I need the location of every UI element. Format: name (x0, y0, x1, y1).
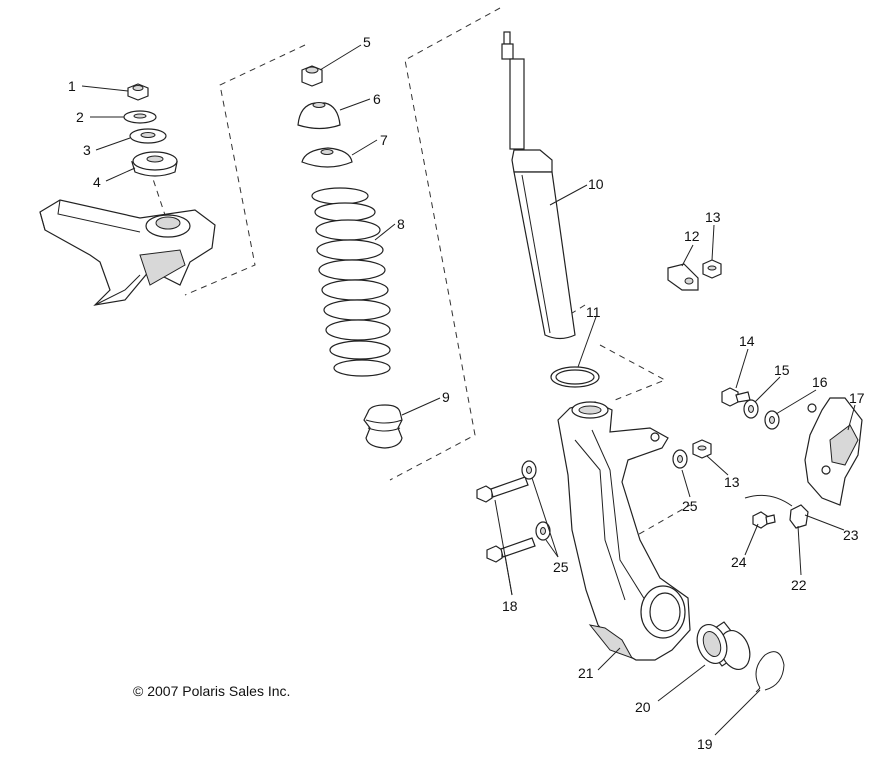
part-20-bearing (696, 621, 751, 670)
part-25-washers-left (521, 460, 551, 541)
part-9-bump-stop (363, 404, 403, 449)
part-7-retainer (301, 147, 353, 168)
callout-11: 11 (586, 304, 601, 320)
callout-19: 19 (697, 736, 713, 752)
callout-12: 12 (684, 228, 700, 244)
callout-22: 22 (791, 577, 807, 593)
part-18-bolts (476, 476, 536, 563)
callout-18: 18 (502, 598, 518, 614)
callout-20: 20 (635, 699, 651, 715)
callout-1: 1 (68, 78, 76, 94)
part-3-washer (129, 128, 167, 144)
callout-17: 17 (849, 390, 865, 406)
part-25-washer-right (672, 449, 688, 469)
callout-9: 9 (442, 389, 450, 405)
copyright-notice: © 2007 Polaris Sales Inc. (133, 683, 290, 699)
callout-5: 5 (363, 34, 371, 50)
callout-13-upper: 13 (705, 209, 721, 225)
part-22-sensor (744, 494, 809, 529)
callout-2: 2 (76, 109, 84, 125)
part-2-washer (123, 110, 157, 124)
callout-10: 10 (588, 176, 604, 192)
frame-mount-bracket (39, 199, 216, 306)
callout-15: 15 (774, 362, 790, 378)
part-5-nut (301, 65, 323, 87)
part-6-upper-seat (297, 102, 341, 130)
callout-24: 24 (731, 554, 747, 570)
callout-21: 21 (578, 665, 594, 681)
callout-3: 3 (83, 142, 91, 158)
part-11-o-ring (550, 366, 600, 388)
part-15-washer (743, 399, 759, 419)
callout-25-left: 25 (553, 559, 569, 575)
callout-14: 14 (739, 333, 755, 349)
part-17-brake-caliper (804, 397, 863, 506)
callout-16: 16 (812, 374, 828, 390)
callout-13-lower: 13 (724, 474, 740, 490)
part-12-clip (667, 263, 699, 291)
part-1-nut (127, 83, 149, 101)
part-13-nut-lower (692, 439, 712, 459)
callout-4: 4 (93, 174, 101, 190)
part-21-steering-knuckle (557, 401, 691, 661)
part-8-coil-spring (311, 187, 391, 377)
callout-8: 8 (397, 216, 405, 232)
callout-25-right: 25 (682, 498, 698, 514)
part-4-bushing (131, 151, 178, 177)
part-14-bolt (721, 387, 751, 407)
leader-lines (81, 44, 856, 736)
callout-7: 7 (380, 132, 388, 148)
part-16-washer (764, 410, 780, 430)
callout-23: 23 (843, 527, 859, 543)
part-13-nut-upper (702, 259, 722, 279)
callout-6: 6 (373, 91, 381, 107)
callout-labels: 1 2 3 4 5 6 7 8 9 10 11 12 13 14 15 16 1… (68, 34, 865, 752)
part-24-bolt (752, 511, 776, 529)
part-19-snap-ring (755, 651, 785, 693)
part-10-shock-absorber (501, 31, 576, 340)
